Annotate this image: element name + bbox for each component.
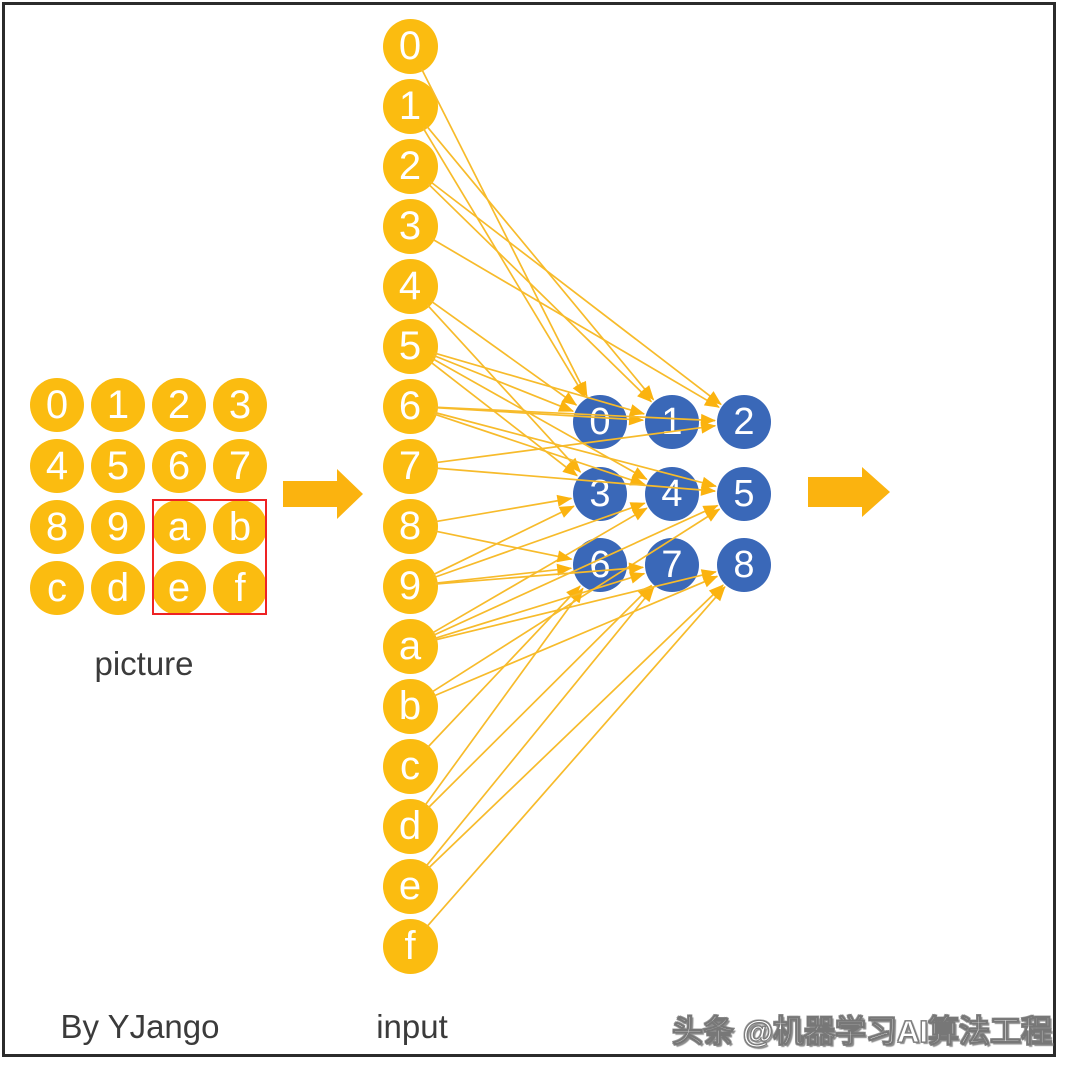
connection-input-f-to-output-8 bbox=[426, 586, 726, 928]
input-node-b: b bbox=[382, 678, 438, 734]
picture-cell-6: 6 bbox=[152, 439, 206, 493]
output-node-7: 7 bbox=[645, 538, 699, 592]
watermark: 头条 @机器学习AI算法工程 bbox=[672, 1014, 1053, 1050]
picture-cell-5: 5 bbox=[91, 439, 145, 493]
picture-cell-c: c bbox=[30, 561, 84, 615]
picture-cell-d: d bbox=[91, 561, 145, 615]
picture-cell-f: f bbox=[213, 561, 267, 615]
connection-input-e-to-output-7 bbox=[425, 586, 655, 867]
picture-cell-9: 9 bbox=[91, 500, 145, 554]
input-node-8: 8 bbox=[382, 498, 438, 554]
picture-cell-3: 3 bbox=[213, 378, 267, 432]
connection-input-4-to-output-3 bbox=[426, 304, 582, 473]
input-node-a: a bbox=[382, 618, 438, 674]
output-node-6: 6 bbox=[573, 538, 627, 592]
input-node-6: 6 bbox=[382, 378, 438, 434]
connection-input-b-to-output-5 bbox=[431, 508, 721, 694]
output-node-1: 1 bbox=[645, 395, 699, 449]
connection-input-2-to-output-2 bbox=[429, 180, 722, 406]
output-node-4: 4 bbox=[645, 466, 699, 521]
input-node-2: 2 bbox=[382, 138, 438, 194]
input-node-e: e bbox=[382, 858, 438, 914]
input-node-3: 3 bbox=[382, 198, 438, 254]
output-node-3: 3 bbox=[573, 466, 627, 521]
picture-cell-e: e bbox=[152, 561, 206, 615]
picture-cell-a: a bbox=[152, 500, 206, 554]
connection-input-5-to-output-0 bbox=[433, 354, 575, 412]
connection-input-0-to-output-0 bbox=[420, 68, 588, 397]
output-next-arrow-icon bbox=[808, 467, 890, 517]
connection-input-1-to-output-1 bbox=[425, 125, 655, 401]
output-node-0: 0 bbox=[573, 395, 627, 449]
connection-input-9-to-output-6 bbox=[435, 563, 573, 585]
connection-input-2-to-output-1 bbox=[427, 183, 653, 403]
picture-cell-0: 0 bbox=[30, 378, 84, 432]
connection-input-4-to-output-0 bbox=[430, 300, 578, 406]
connection-input-d-to-output-6 bbox=[424, 587, 584, 806]
connection-input-3-to-output-2 bbox=[431, 238, 720, 409]
picture-cell-2: 2 bbox=[152, 378, 206, 432]
input-node-0: 0 bbox=[382, 18, 438, 74]
connection-input-1-to-output-0 bbox=[422, 127, 586, 398]
picture-cell-8: 8 bbox=[30, 500, 84, 554]
connection-input-d-to-output-7 bbox=[427, 584, 653, 809]
input-label: input bbox=[376, 1008, 448, 1045]
connection-input-5-to-output-3 bbox=[429, 360, 578, 477]
connection-input-8-to-output-6 bbox=[434, 530, 573, 563]
output-node-8: 8 bbox=[717, 538, 771, 592]
connection-input-e-to-output-8 bbox=[427, 584, 724, 869]
input-node-4: 4 bbox=[382, 258, 438, 314]
picture-label: picture bbox=[94, 645, 194, 682]
input-node-f: f bbox=[382, 918, 438, 974]
connection-input-8-to-output-3 bbox=[434, 494, 573, 523]
connection-input-c-to-output-6 bbox=[426, 585, 581, 749]
input-node-5: 5 bbox=[382, 318, 438, 374]
output-node-2: 2 bbox=[717, 395, 771, 449]
input-node-1: 1 bbox=[382, 78, 438, 134]
kernel-highlight-box bbox=[152, 499, 267, 615]
output-node-5: 5 bbox=[717, 466, 771, 521]
picture-cell-b: b bbox=[213, 500, 267, 554]
picture-cell-4: 4 bbox=[30, 439, 84, 493]
connection-input-9-to-output-3 bbox=[432, 505, 575, 576]
input-node-9: 9 bbox=[382, 558, 438, 614]
input-node-7: 7 bbox=[382, 438, 438, 494]
credit-text: By YJango bbox=[60, 1008, 220, 1045]
input-node-c: c bbox=[382, 738, 438, 794]
picture-cell-1: 1 bbox=[91, 378, 145, 432]
picture-to-input-arrow-icon bbox=[283, 469, 363, 519]
connection-input-b-to-output-8 bbox=[433, 575, 719, 697]
input-node-d: d bbox=[382, 798, 438, 854]
picture-cell-7: 7 bbox=[213, 439, 267, 493]
